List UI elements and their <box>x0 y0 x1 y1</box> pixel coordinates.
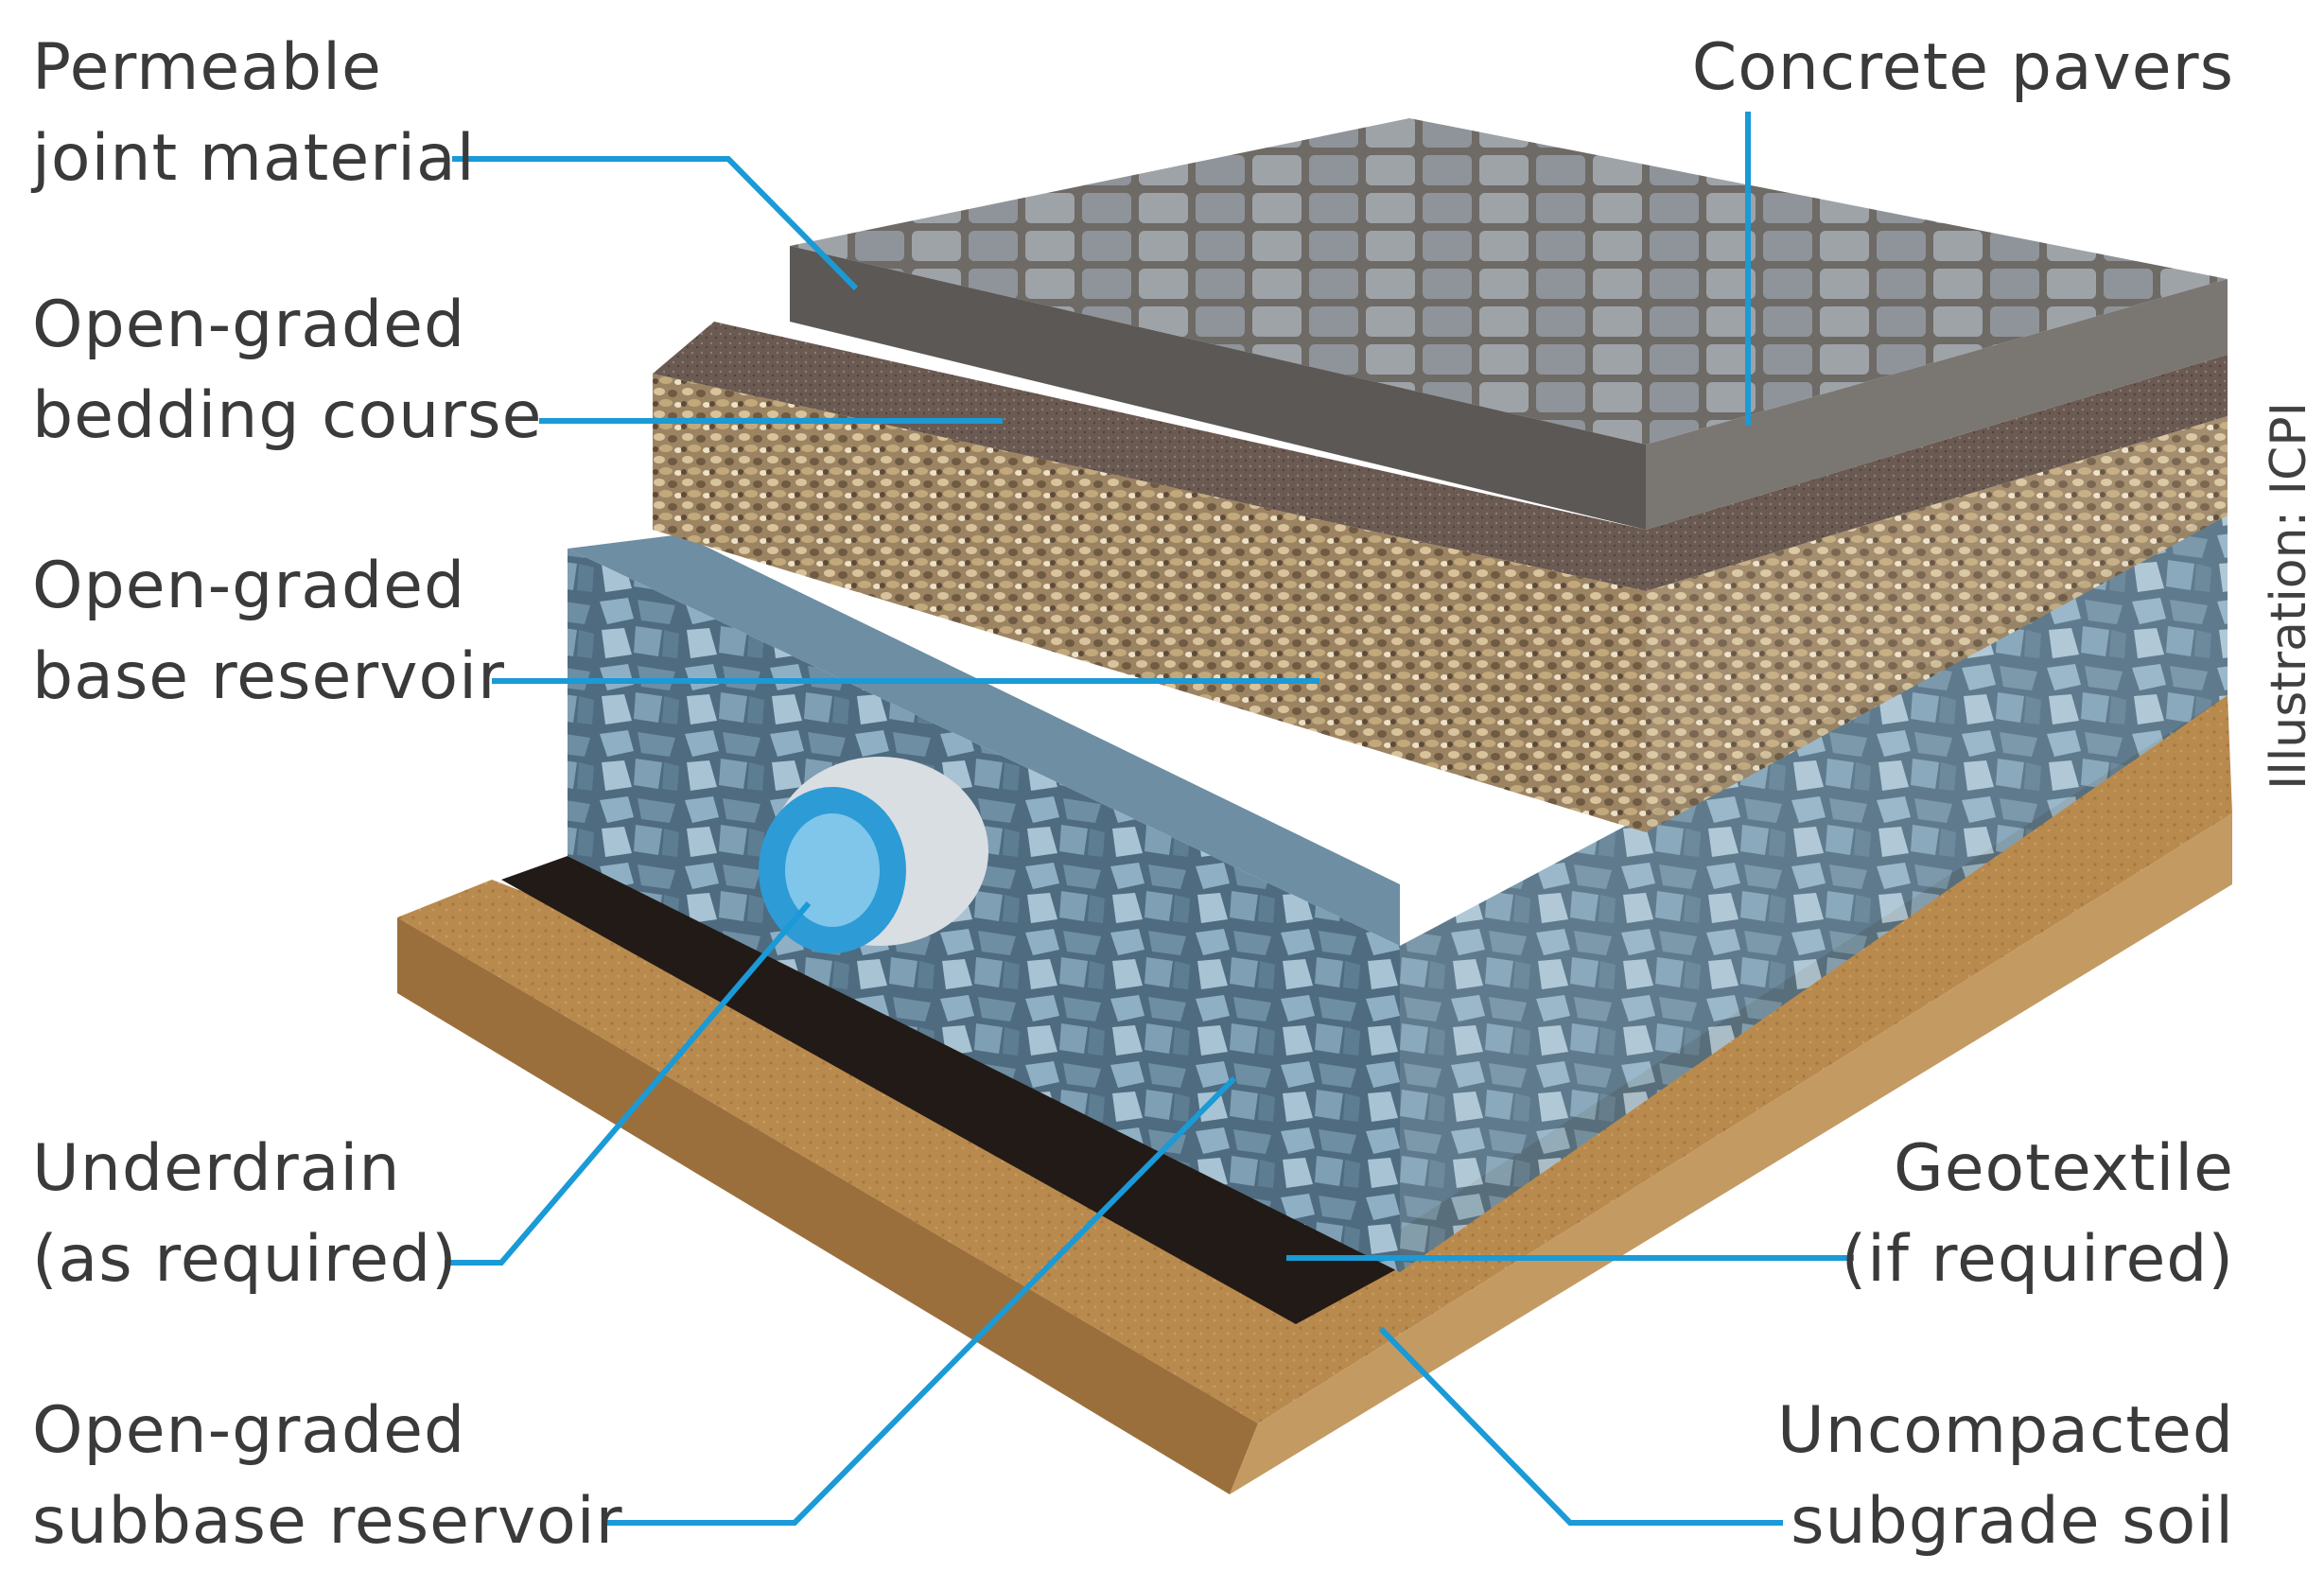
label-line: bedding course <box>32 378 543 453</box>
label-line: subgrade soil <box>1791 1484 2234 1559</box>
label-line: Open-graded <box>32 288 466 362</box>
subgrade-soil-side <box>1230 813 2232 1494</box>
label-open-graded-subbase-reservoir: Open-graded subbase reservoir <box>32 1386 623 1567</box>
label-uncompacted-subgrade-soil: Uncompacted subgrade soil <box>1703 1386 2234 1567</box>
label-geotextile: Geotextile (if required) <box>1778 1124 2234 1305</box>
leader-subbase-reservoir <box>605 1075 1237 1526</box>
illustration-credit: Illustration: ICPI <box>2261 388 2317 804</box>
label-line: Open-graded <box>32 549 466 623</box>
leader-permeable-joint <box>452 156 859 291</box>
label-line: Permeable <box>32 30 382 105</box>
label-open-graded-base-reservoir: Open-graded base reservoir <box>32 541 505 723</box>
concrete-pavers-top <box>790 118 2228 445</box>
label-line: joint material <box>32 121 476 196</box>
subbase-reservoir-top <box>568 534 1400 946</box>
label-line: Concrete pavers <box>1691 30 2234 105</box>
concrete-pavers-side <box>1646 279 2228 530</box>
label-underdrain: Underdrain (as required) <box>32 1124 458 1305</box>
label-line: base reservoir <box>32 639 505 714</box>
label-line: Open-graded <box>32 1393 466 1468</box>
label-permeable-joint-material: Permeable joint material <box>32 23 476 204</box>
underdrain-pipe <box>759 757 988 953</box>
label-line: (as required) <box>32 1222 458 1297</box>
leader-underdrain <box>445 901 812 1266</box>
geotextile-layer <box>501 856 1400 1324</box>
subbase-reservoir-front <box>568 549 1400 1272</box>
subbase-reservoir-side <box>1400 506 2228 1272</box>
label-line: Geotextile <box>1894 1131 2234 1206</box>
subgrade-soil-front <box>397 917 1258 1494</box>
leader-subgrade-soil <box>1378 1326 1783 1526</box>
leader-lines <box>445 112 1854 1526</box>
base-reservoir-front <box>653 374 1646 832</box>
base-reservoir-side <box>1646 416 2228 832</box>
bedding-course <box>653 322 2228 591</box>
credit-text: Illustration: ICPI <box>2261 402 2317 790</box>
label-line: Underdrain <box>32 1131 401 1206</box>
label-line: subbase reservoir <box>32 1484 623 1559</box>
concrete-pavers-front <box>790 246 1646 530</box>
label-line: (if required) <box>1841 1222 2234 1297</box>
label-open-graded-bedding-course: Open-graded bedding course <box>32 280 542 462</box>
label-line: Uncompacted <box>1777 1393 2234 1468</box>
label-concrete-pavers: Concrete pavers <box>1684 23 2234 114</box>
